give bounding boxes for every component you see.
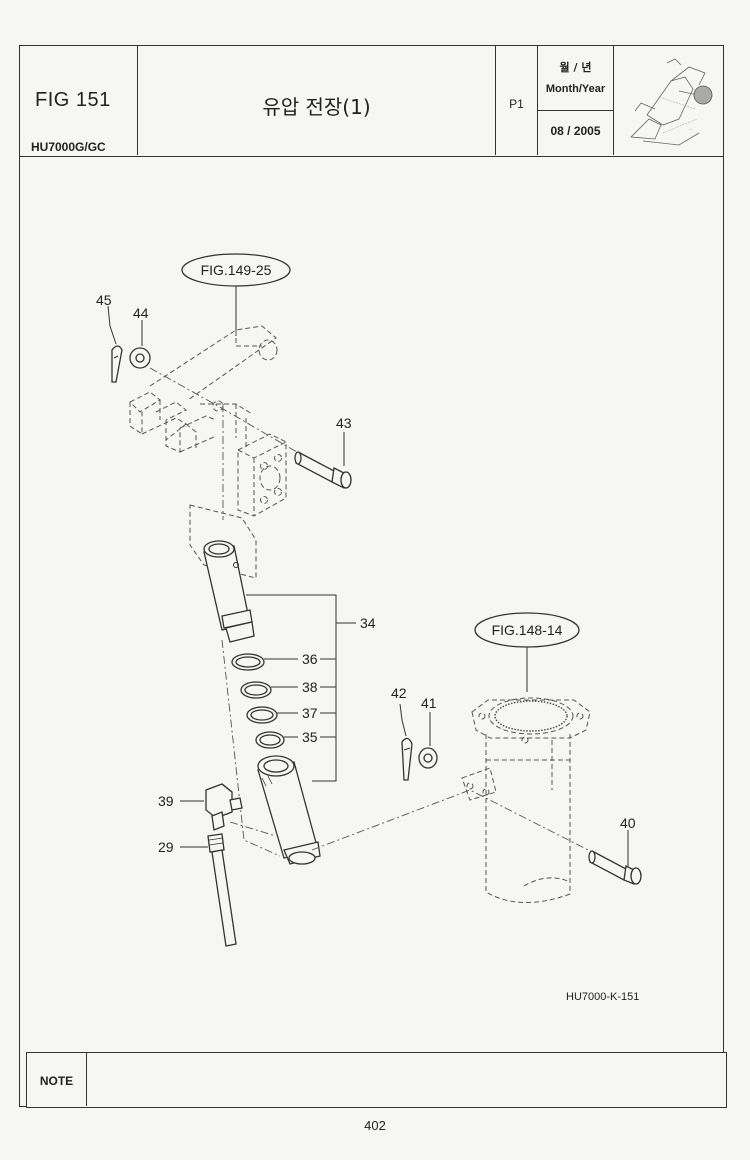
part-35-seal: 35 [255, 729, 318, 749]
upper-bracket-phantom [129, 325, 287, 579]
part-45-cotter-pin: 45 [96, 292, 123, 383]
title-cell: 유압 전장(1) [138, 45, 496, 155]
callout-43: 43 [336, 415, 352, 431]
part-41-washer: 41 [418, 695, 438, 769]
part-40-pin: 40 [588, 815, 642, 885]
part-37-seal: 37 [246, 705, 318, 724]
part-44-washer: 44 [129, 305, 151, 369]
right-housing-phantom [461, 697, 591, 903]
part-34-lower-body [257, 755, 321, 865]
callout-39: 39 [158, 793, 174, 809]
callout-37: 37 [302, 705, 318, 721]
part-38-seal: 38 [240, 679, 318, 699]
callout-38: 38 [302, 679, 318, 695]
fig-cell: FIG 151 HU7000G/GC [19, 45, 138, 155]
month-year-cell: 월 / 년 Month/Year 08 / 2005 [538, 45, 614, 155]
header-table: FIG 151 HU7000G/GC 유압 전장(1) P1 월 / 년 Mon… [19, 45, 724, 157]
ref-fig-148-14-label: FIG.148-14 [492, 622, 563, 638]
page-title: 유압 전장(1) [262, 95, 371, 119]
part-43-pin: 43 [294, 415, 352, 489]
ref-fig-148-14: FIG.148-14 [474, 612, 580, 692]
callout-45: 45 [96, 292, 112, 308]
month-year-divider [538, 110, 613, 111]
ref-fig-149-25-label: FIG.149-25 [201, 262, 272, 278]
part-36-seal: 36 [231, 651, 318, 671]
page-code: P1 [509, 97, 524, 111]
page-code-cell: P1 [496, 45, 538, 155]
drawing-code: HU7000-K-151 [566, 991, 639, 1003]
part-34-bracket: 34 [246, 594, 376, 782]
part-29-hose: 29 [158, 833, 237, 947]
part-34-upper-tube [203, 540, 255, 643]
callout-42: 42 [391, 685, 407, 701]
callout-36: 36 [302, 651, 318, 667]
fig-number: FIG 151 [35, 89, 111, 111]
month-year-date: 08 / 2005 [550, 124, 601, 138]
callout-41: 41 [421, 695, 437, 711]
page-number: 402 [364, 1118, 386, 1133]
callout-40: 40 [620, 815, 636, 831]
note-label: NOTE [27, 1053, 87, 1106]
callout-44: 44 [133, 305, 149, 321]
part-42-cotter-pin: 42 [391, 685, 413, 781]
model-code: HU7000G/GC [31, 140, 106, 154]
svg-text:··: ·· [689, 127, 693, 133]
machine-thumbnail-icon: ·· [630, 58, 713, 146]
callout-35: 35 [302, 729, 318, 745]
ref-fig-149-25: FIG.149-25 [181, 253, 291, 336]
callout-29: 29 [158, 839, 174, 855]
month-year-korean: 월 / 년 [559, 61, 592, 74]
part-39-elbow: 39 [158, 783, 243, 831]
note-row: NOTE [26, 1052, 727, 1108]
callout-34: 34 [360, 615, 376, 631]
month-year-english: Month/Year [545, 83, 606, 95]
note-content [88, 1053, 726, 1106]
